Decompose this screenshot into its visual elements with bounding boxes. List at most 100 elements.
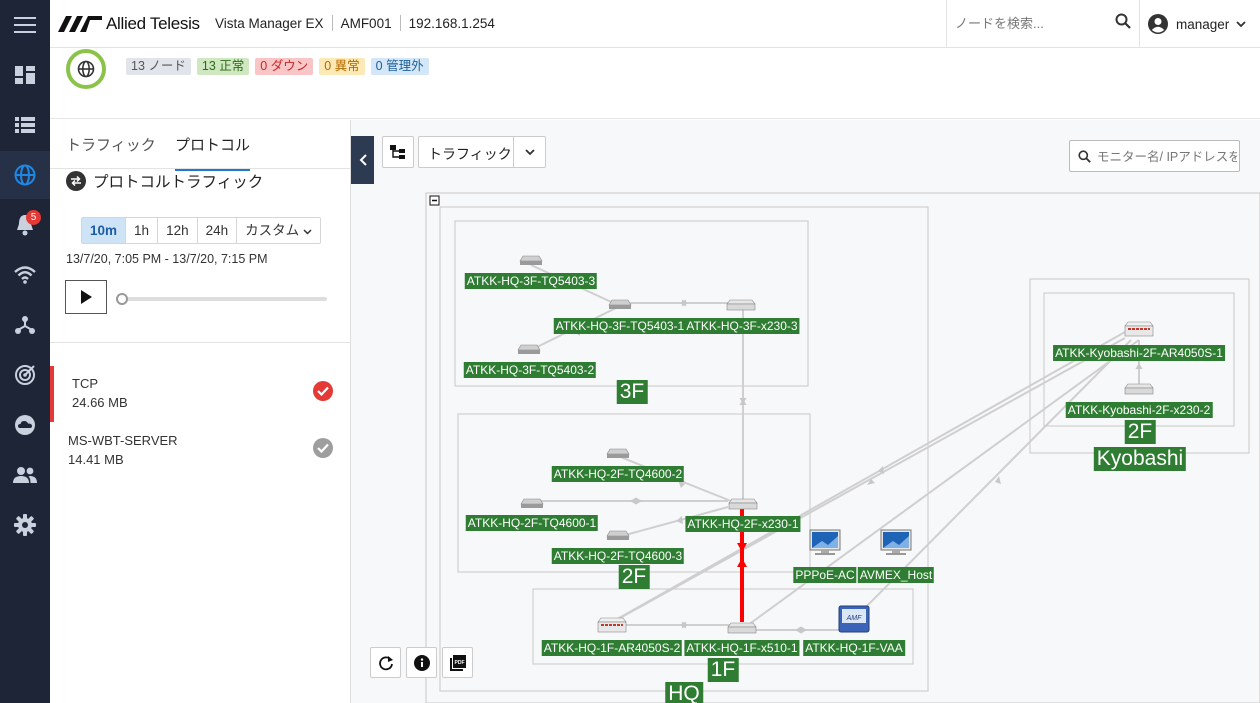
vaa-device-icon[interactable]: AMF [838, 605, 870, 633]
node-label[interactable]: ATKK-HQ-2F-TQ4600-3 [551, 548, 685, 564]
layout-toggle-button[interactable] [382, 136, 414, 168]
node-label[interactable]: ATKK-Kyobashi-2F-AR4050S-1 [1053, 345, 1225, 361]
chevron-down-icon [1236, 20, 1246, 27]
node-label[interactable]: ATKK-HQ-3F-TQ5403-2 [463, 362, 597, 378]
collapse-panel-button[interactable] [351, 136, 374, 184]
panel-tabs: トラフィック プロトコル [50, 120, 350, 171]
tab-protocol[interactable]: プロトコル [175, 134, 251, 171]
nav-wireless[interactable] [0, 251, 50, 299]
node-label[interactable]: PPPoE-AC [793, 567, 857, 583]
range-10m[interactable]: 10m [82, 218, 127, 243]
node-search [946, 0, 1140, 47]
time-range-selector: 10m 1h 12h 24h カスタム [81, 217, 321, 244]
status-pills: 13 ノード 13 正常 0 ダウン 0 異常 0 管理外 [126, 58, 429, 75]
nav-monitor[interactable] [0, 351, 50, 399]
wifi-icon [14, 266, 36, 284]
node-label[interactable]: ATKK-HQ-3F-TQ5403-1 [553, 318, 687, 334]
ap-device-icon[interactable] [606, 530, 630, 541]
ap-device-icon[interactable] [519, 255, 543, 266]
menu-button[interactable] [0, 1, 50, 49]
svg-text:AMF: AMF [846, 615, 863, 622]
monitor-search [1069, 140, 1240, 172]
switch-device-icon[interactable] [1124, 383, 1154, 395]
product-name: Vista Manager EX [215, 15, 324, 31]
view-select-label: トラフィック [428, 146, 512, 162]
svg-text:PDF: PDF [454, 660, 464, 666]
range-12h[interactable]: 12h [158, 218, 198, 243]
pdf-icon: PDF [449, 654, 466, 671]
nav-cloud[interactable] [0, 401, 50, 449]
info-button[interactable] [406, 647, 437, 678]
group-label[interactable]: 1F [707, 658, 739, 682]
router-device-icon[interactable] [1124, 321, 1154, 337]
network-status-ring[interactable] [66, 49, 106, 89]
chevron-down-icon [303, 229, 312, 235]
tab-traffic[interactable]: トラフィック [66, 137, 156, 154]
timeline-slider-handle[interactable] [116, 293, 128, 305]
switch-device-icon[interactable] [727, 622, 757, 634]
switch-device-icon[interactable] [728, 498, 758, 510]
node-label[interactable]: ATKK-HQ-1F-AR4050S-2 [541, 640, 683, 656]
monitor-search-input[interactable] [1097, 147, 1237, 167]
nav-users[interactable] [0, 451, 50, 499]
range-24h[interactable]: 24h [198, 218, 238, 243]
node-label[interactable]: AVMEX_Host [857, 567, 935, 583]
node-label[interactable]: ATKK-HQ-1F-VAA [803, 640, 905, 656]
timeline-slider[interactable] [116, 297, 327, 301]
check-icon[interactable] [313, 381, 333, 401]
group-label[interactable]: 2F [618, 565, 650, 589]
node-label[interactable]: ATKK-HQ-3F-TQ5403-3 [464, 273, 598, 289]
nav-rail: 5 [0, 0, 50, 703]
check-icon[interactable] [313, 438, 333, 458]
switch-device-icon[interactable] [726, 299, 756, 311]
ap-device-icon[interactable] [606, 448, 630, 459]
nav-dashboard[interactable] [0, 51, 50, 99]
range-custom[interactable]: カスタム [237, 218, 320, 243]
nav-alerts[interactable]: 5 [0, 201, 50, 249]
view-select[interactable]: トラフィック [418, 136, 546, 168]
device-name: AMF001 [340, 15, 392, 31]
protocol-size: 24.66 MB [72, 395, 128, 410]
refresh-button[interactable] [370, 647, 401, 678]
info-icon [413, 654, 430, 671]
play-button[interactable] [65, 280, 107, 314]
users-icon [13, 467, 37, 483]
router-device-icon[interactable] [597, 617, 627, 633]
abnormal-count-badge[interactable]: 0 異常 [319, 58, 365, 75]
group-label[interactable]: Kyobashi [1093, 447, 1187, 471]
unmanaged-count-badge[interactable]: 0 管理外 [370, 58, 429, 75]
search-icon[interactable] [1115, 13, 1131, 29]
group-label[interactable]: HQ [665, 682, 703, 703]
alert-badge: 5 [26, 210, 41, 225]
node-label[interactable]: ATKK-HQ-2F-x230-1 [685, 516, 801, 532]
protocol-row-tcp[interactable]: TCP 24.66 MB [50, 366, 350, 422]
node-search-input[interactable] [955, 12, 1110, 34]
node-label[interactable]: ATKK-HQ-3F-x230-3 [684, 318, 800, 334]
pc-device-icon[interactable] [880, 529, 912, 556]
dashboard-icon [15, 66, 35, 84]
protocol-row-ms-wbt-server[interactable]: MS-WBT-SERVER 14.41 MB [50, 423, 350, 479]
node-label[interactable]: ATKK-Kyobashi-2F-x230-2 [1065, 402, 1213, 418]
user-menu[interactable]: manager [1148, 12, 1246, 36]
ap-device-icon[interactable] [608, 299, 632, 310]
globe-icon [14, 164, 36, 186]
node-label[interactable]: ATKK-HQ-2F-TQ4600-1 [465, 515, 599, 531]
nav-topology[interactable] [0, 301, 50, 349]
nav-map[interactable] [0, 151, 50, 199]
range-1h[interactable]: 1h [126, 218, 159, 243]
pc-device-icon[interactable] [809, 529, 841, 556]
down-count-badge[interactable]: 0 ダウン [255, 58, 314, 75]
nav-settings[interactable] [0, 501, 50, 549]
nav-list[interactable] [0, 101, 50, 149]
node-count-badge[interactable]: 13 ノード [126, 58, 191, 75]
export-pdf-button[interactable]: PDF [442, 647, 473, 678]
node-label[interactable]: ATKK-HQ-1F-x510-1 [684, 640, 800, 656]
device-ip: 192.168.1.254 [408, 15, 495, 31]
normal-count-badge[interactable]: 13 正常 [196, 58, 250, 75]
node-label[interactable]: ATKK-HQ-2F-TQ4600-2 [551, 466, 685, 482]
ap-device-icon[interactable] [520, 498, 544, 509]
group-label[interactable]: 3F [616, 380, 648, 404]
ap-device-icon[interactable] [517, 344, 541, 355]
group-label[interactable]: 2F [1124, 420, 1156, 444]
